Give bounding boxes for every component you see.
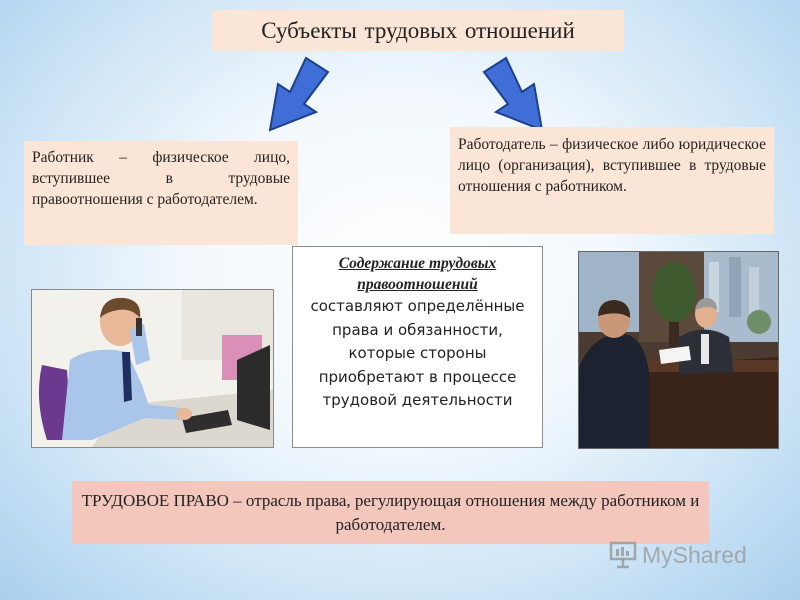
watermark-text: MyShared: [642, 541, 747, 568]
labor-law-definition-text: ТРУДОВОЕ ПРАВО – отрасль права, регулиру…: [81, 490, 700, 534]
watermark: MyShared: [608, 536, 768, 574]
employer-definition-text: Работодатель – физическое либо юридическ…: [458, 136, 766, 195]
worker-definition-box: Работник – физическое лицо, вступившее в…: [24, 141, 298, 245]
employer-meeting-photo: [578, 251, 779, 449]
worker-photo: [31, 289, 274, 448]
worker-definition-text: Работник – физическое лицо, вступившее в…: [32, 149, 290, 208]
presentation-screen-icon: [609, 541, 637, 569]
labor-law-definition-box: ТРУДОВОЕ ПРАВО – отрасль права, регулиру…: [72, 481, 709, 544]
employer-definition-box: Работодатель – физическое либо юридическ…: [450, 127, 774, 234]
content-body: составляют определённые права и обязанно…: [310, 297, 525, 409]
arrow-to-employer-icon: [482, 56, 544, 132]
content-heading: Содержание трудовых правоотношений: [338, 255, 497, 293]
slide-title: Субъекты трудовых отношений: [212, 10, 624, 51]
content-of-relations-box: Содержание трудовых правоотношений соста…: [292, 246, 543, 448]
arrow-to-worker-icon: [268, 56, 330, 132]
